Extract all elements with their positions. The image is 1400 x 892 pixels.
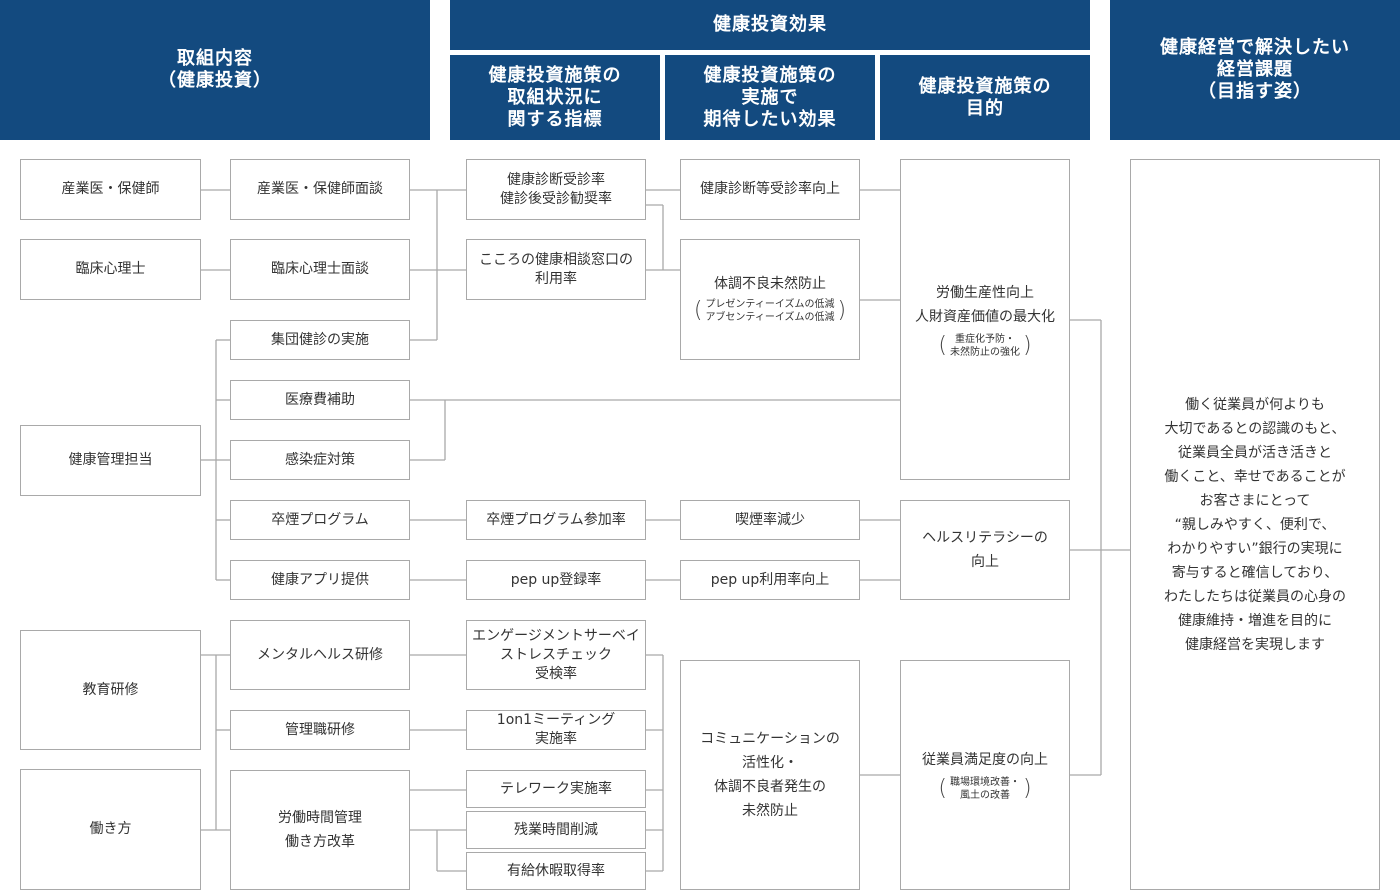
header-mokuteki: 健康投資施策の 目的: [880, 55, 1090, 140]
node-sangyoi-mendan-label: 産業医・保健師面談: [257, 181, 383, 197]
node-kanrishoku-label: 管理職研修: [285, 721, 355, 738]
node-sangyoi: 産業医・保健師: [20, 159, 201, 220]
goal-box: 働く従業員が何よりも 大切であるとの認識のもと、 従業員全員が活き活きと 働くこ…: [1130, 159, 1380, 890]
node-iryohi-label: 医療費補助: [285, 391, 355, 408]
node-app: 健康アプリ提供: [230, 560, 410, 600]
node-oneonone-label: 1on1ミーティング 実施率: [496, 712, 616, 747]
node-app-label: 健康アプリ提供: [271, 571, 369, 588]
node-rinsho-label: 臨床心理士: [75, 261, 146, 277]
node-literacy: ヘルスリテラシーの 向上: [900, 500, 1070, 600]
node-kyoiku-label: 教育研修: [82, 681, 139, 698]
header-torikumi: 取組内容 （健康投資）: [0, 0, 430, 140]
node-kansen: 感染症対策: [230, 440, 410, 480]
node-mental-label: メンタルヘルス研修: [257, 646, 383, 663]
node-yukyu: 有給休暇取得率: [466, 852, 646, 890]
node-yukyu-label: 有給休暇取得率: [507, 862, 605, 879]
node-zangyo-label: 残業時間削減: [514, 821, 598, 838]
header-mokuteki-label: 健康投資施策の 目的: [918, 75, 1052, 119]
node-manzoku: 従業員満足度の向上 ( 職場環境改善・ 風土の改善 ): [900, 660, 1070, 890]
node-manzoku-sub: 職場環境改善・ 風土の改善: [950, 777, 1020, 801]
node-shudan: 集団健診の実施: [230, 320, 410, 360]
node-rodo-label: 労働時間管理 働き方改革: [278, 810, 362, 850]
node-taicho-sub: プレゼンティーイズムの低減 アブセンティーイズムの低減: [705, 299, 835, 323]
node-pepup-use-label: pep up利用率向上: [710, 571, 830, 588]
node-kitsuen: 喫煙率減少: [680, 500, 860, 540]
node-manzoku-label: 従業員満足度の向上: [922, 752, 1048, 768]
node-zangyo: 残業時間削減: [466, 811, 646, 849]
node-taicho: 体調不良未然防止 ( プレゼンティーイズムの低減 アブセンティーイズムの低減 ): [680, 239, 860, 360]
header-effect-label: 健康投資効果: [713, 14, 827, 35]
node-jushin-up: 健康診断等受診率向上: [680, 159, 860, 220]
close-paren-icon: ): [1023, 776, 1032, 801]
header-kitai-label: 健康投資施策の 実施で 期待したい効果: [703, 64, 837, 130]
node-oneonone: 1on1ミーティング 実施率: [466, 710, 646, 750]
node-literacy-label: ヘルスリテラシーの 向上: [922, 530, 1048, 570]
node-kenko-kanri: 健康管理担当: [20, 425, 201, 496]
header-torikumi-label: 取組内容 （健康投資）: [158, 48, 272, 91]
node-rodo-seisan-note: ( 重症化予防・ 未然防止の強化 ): [938, 333, 1031, 359]
open-paren-icon: (: [938, 776, 947, 801]
node-pepup-reg: pep up登録率: [466, 560, 646, 600]
node-sotsuen: 卒煙プログラム: [230, 500, 410, 540]
node-jushin-label: 健康診断受診率 健診後受診勧奨率: [500, 171, 612, 207]
node-rodo: 労働時間管理 働き方改革: [230, 770, 410, 890]
header-shihyo-label: 健康投資施策の 取組状況に 関する指標: [488, 64, 622, 130]
node-iryohi: 医療費補助: [230, 380, 410, 420]
open-paren-icon: (: [693, 298, 703, 323]
node-kansen-label: 感染症対策: [285, 451, 355, 468]
node-kyoiku: 教育研修: [20, 630, 201, 750]
node-engage: エンゲージメントサーベイ ストレスチェック 受検率: [466, 620, 646, 690]
node-telework: テレワーク実施率: [466, 770, 646, 808]
node-kanrishoku: 管理職研修: [230, 710, 410, 750]
close-paren-icon: ): [837, 298, 847, 323]
node-pepup-use: pep up利用率向上: [680, 560, 860, 600]
node-manzoku-note: ( 職場環境改善・ 風土の改善 ): [938, 776, 1031, 802]
node-telework-label: テレワーク実施率: [500, 780, 612, 797]
header-kadai-label: 健康経営で解決したい 経営課題 （目指す姿）: [1160, 37, 1350, 102]
node-sangyoi-mendan: 産業医・保健師面談: [230, 159, 410, 220]
header-kitai: 健康投資施策の 実施で 期待したい効果: [665, 55, 875, 140]
node-rinsho-mendan: 臨床心理士面談: [230, 239, 410, 300]
node-engage-label: エンゲージメントサーベイ ストレスチェック 受検率: [472, 627, 640, 682]
node-sotsuen-label: 卒煙プログラム: [271, 511, 369, 528]
close-paren-icon: ): [1023, 332, 1032, 358]
node-rinsho-mendan-label: 臨床心理士面談: [271, 261, 369, 277]
node-kokoro-label: こころの健康相談窓口の 利用率: [479, 251, 633, 287]
node-hatarakikata-label: 働き方: [89, 821, 132, 837]
node-rodo-seisan-label: 労働生産性向上 人財資産価値の最大化: [915, 284, 1055, 325]
node-taicho-note: ( プレゼンティーイズムの低減 アブセンティーイズムの低減 ): [694, 298, 846, 324]
node-kitsuen-label: 喫煙率減少: [735, 511, 805, 528]
header-kadai: 健康経営で解決したい 経営課題 （目指す姿）: [1110, 0, 1400, 140]
node-sotsuen-rate: 卒煙プログラム参加率: [466, 500, 646, 540]
node-comm: コミュニケーションの 活性化・ 体調不良者発生の 未然防止: [680, 660, 860, 890]
node-taicho-label: 体調不良未然防止: [714, 276, 826, 292]
node-rodo-seisan: 労働生産性向上 人財資産価値の最大化 ( 重症化予防・ 未然防止の強化 ): [900, 159, 1070, 480]
node-comm-label: コミュニケーションの 活性化・ 体調不良者発生の 未然防止: [700, 731, 840, 819]
open-paren-icon: (: [938, 332, 947, 358]
header-shihyo: 健康投資施策の 取組状況に 関する指標: [450, 55, 660, 140]
node-jushin: 健康診断受診率 健診後受診勧奨率: [466, 159, 646, 220]
node-rinsho: 臨床心理士: [20, 239, 201, 300]
node-kenko-kanri-label: 健康管理担当: [68, 452, 153, 468]
node-pepup-reg-label: pep up登録率: [510, 571, 602, 588]
node-hatarakikata: 働き方: [20, 769, 201, 890]
header-effect: 健康投資効果: [450, 0, 1090, 50]
node-mental: メンタルヘルス研修: [230, 620, 410, 690]
goal-text: 働く従業員が何よりも 大切であるとの認識のもと、 従業員全員が活き活きと 働くこ…: [1164, 396, 1346, 653]
node-sotsuen-rate-label: 卒煙プログラム参加率: [486, 511, 626, 528]
node-kokoro: こころの健康相談窓口の 利用率: [466, 239, 646, 300]
node-shudan-label: 集団健診の実施: [271, 331, 369, 348]
node-jushin-up-label: 健康診断等受診率向上: [700, 181, 840, 197]
node-sangyoi-label: 産業医・保健師: [61, 181, 160, 197]
node-rodo-seisan-sub: 重症化予防・ 未然防止の強化: [950, 333, 1020, 358]
